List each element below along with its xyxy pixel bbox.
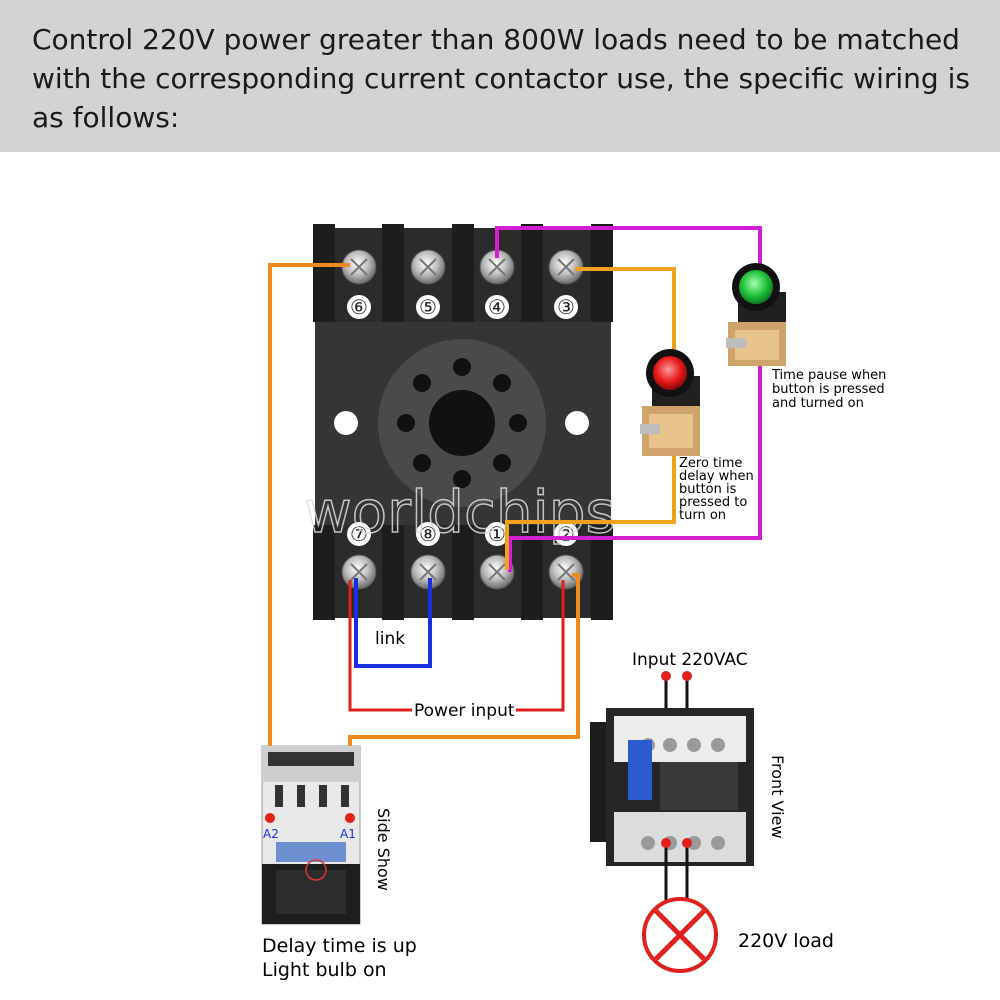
terminal-label-6: ⑥ xyxy=(350,295,368,319)
mount-hole-right xyxy=(565,411,589,435)
terminal-8: ⑧ xyxy=(410,522,446,590)
terminal-7: ⑦ xyxy=(341,522,377,590)
terminal-6: ⑥ xyxy=(341,249,377,319)
green-pause-button xyxy=(726,263,786,366)
terminal-5: ⑤ xyxy=(410,249,446,319)
terminal-label-3: ③ xyxy=(557,295,575,319)
terminal-label-5: ⑤ xyxy=(419,295,437,319)
header-text: Control 220V power greater than 800W loa… xyxy=(32,23,970,134)
delay-up-label: Delay time is up Light bulb on xyxy=(262,935,423,981)
terminal-label-8: ⑧ xyxy=(419,522,437,546)
terminal-3: ③ xyxy=(548,249,584,319)
watermark: worldchips xyxy=(304,478,616,546)
orange-wire-a2 xyxy=(268,263,350,820)
red-zero-delay-button xyxy=(640,349,700,456)
power-input-label: Power input xyxy=(414,701,515,721)
green-lamp-icon xyxy=(739,270,773,304)
terminal-label-4: ④ xyxy=(488,295,506,319)
header-banner: Control 220V power greater than 800W loa… xyxy=(0,0,1000,152)
contactor-side-view: A2 A1 xyxy=(261,745,361,925)
magenta-wire xyxy=(495,226,762,572)
contactor-front-view xyxy=(590,671,754,905)
terminal-label-7: ⑦ xyxy=(350,522,368,546)
zero-delay-label: Zero time delay when button is pressed t… xyxy=(679,456,758,523)
terminal-2: ② xyxy=(548,522,584,590)
side-show-label: Side Show xyxy=(374,808,393,891)
mount-hole-left xyxy=(334,411,358,435)
terminal-label-1: ① xyxy=(488,522,506,546)
terminal-4: ④ xyxy=(479,249,515,319)
coil-label-a2: A2 xyxy=(263,827,279,841)
load-lamp-icon xyxy=(642,897,718,973)
blue-link-wire xyxy=(354,578,432,668)
front-view-label: Front View xyxy=(768,755,787,839)
relay-socket: ⑥ ⑤ ④ ③ ⑦ ⑧ xyxy=(313,224,613,620)
time-pause-label: Time pause when button is pressed and tu… xyxy=(771,368,891,411)
coil-label-a1: A1 xyxy=(340,827,356,841)
orange-wire-button xyxy=(505,267,676,570)
input-220vac-label: Input 220VAC xyxy=(632,650,748,670)
link-label: link xyxy=(375,629,405,649)
load-label: 220V load xyxy=(738,930,834,952)
red-lamp-icon xyxy=(653,356,687,390)
